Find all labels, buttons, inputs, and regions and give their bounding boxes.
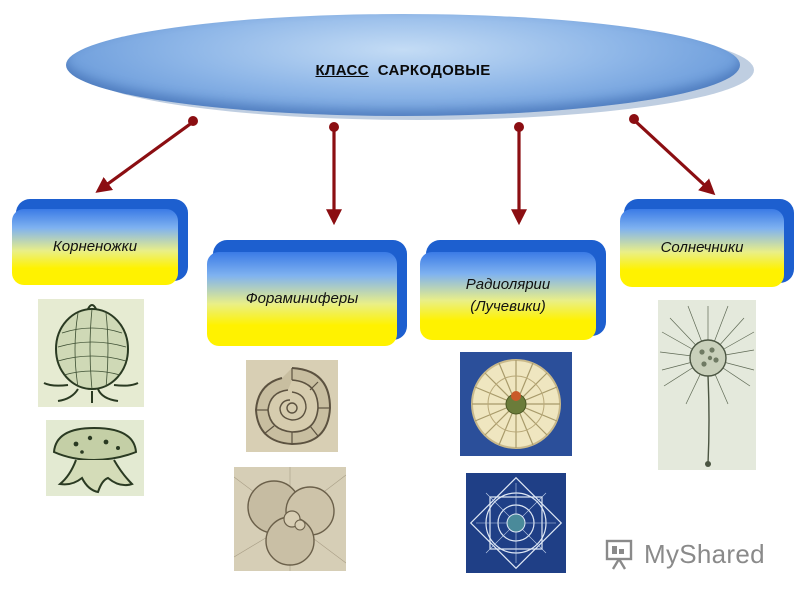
arrow-origin-dot-2 — [329, 122, 339, 132]
category-foraminifera-label: Фораминиферы — [207, 252, 397, 346]
watermark-text: MyShared — [644, 538, 765, 569]
rhizopoda-illustration-1 — [38, 299, 144, 407]
category-rhizopoda-label: Корненожки — [12, 209, 178, 285]
arrow-origin-dot-4 — [629, 114, 639, 124]
category-rhizopoda: Корненожки — [12, 199, 190, 287]
arrow-origin-dot-3 — [514, 122, 524, 132]
foraminifera-illustration-2 — [234, 467, 346, 571]
category-heliozoa: Солнечники — [620, 199, 796, 291]
category-radiolaria: Радиолярии (Лучевики) — [420, 240, 608, 342]
arrow-to-heliozoa — [632, 118, 716, 196]
presentation-board-icon — [605, 539, 633, 570]
heliozoa-illustration — [658, 300, 756, 470]
diagram-title: КЛАСС САРКОДОВЫЕ — [315, 62, 490, 79]
radiolaria-illustration-1 — [460, 352, 572, 456]
category-radiolaria-label: Радиолярии (Лучевики) — [420, 252, 596, 340]
title-ellipse: КЛАСС САРКОДОВЫЕ — [66, 14, 740, 116]
arrow-to-rhizopoda — [95, 120, 194, 193]
arrow-origin-dot-1 — [188, 116, 198, 126]
rhizopoda-illustration-2 — [46, 420, 144, 496]
title-word-sarcodina: САРКОДОВЫЕ — [377, 61, 491, 79]
foraminifera-illustration-1 — [246, 360, 338, 452]
category-radiolaria-line1: Радиолярии — [465, 276, 551, 293]
category-radiolaria-line2: (Лучевики) — [470, 298, 546, 315]
category-heliozoa-label: Солнечники — [620, 209, 784, 287]
watermark-logo: MyShared — [604, 536, 774, 572]
title-word-class: КЛАСС — [315, 61, 369, 79]
category-foraminifera: Фораминиферы — [207, 240, 409, 348]
radiolaria-illustration-2 — [466, 473, 566, 573]
